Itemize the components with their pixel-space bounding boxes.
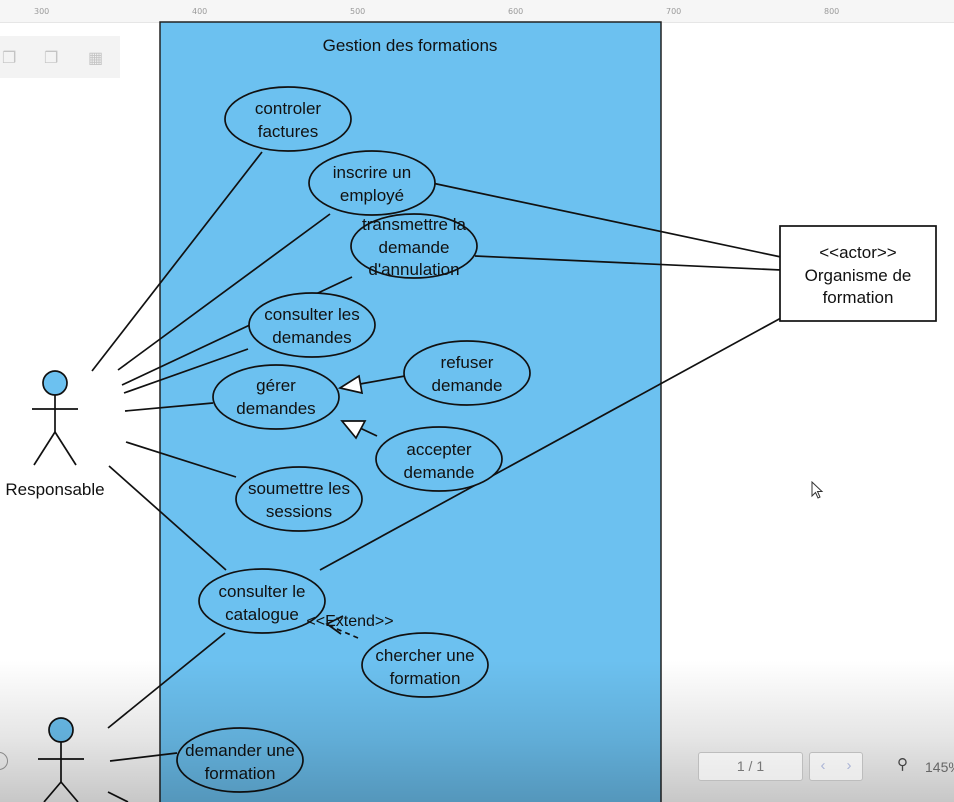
- use-case-accepter-demande[interactable]: accepter demande: [375, 426, 503, 492]
- actor-stereotype: <<actor>>: [819, 243, 897, 262]
- use-case-label: demande: [379, 238, 450, 257]
- zoom-level[interactable]: 145%: [925, 759, 954, 775]
- actor-second[interactable]: [38, 717, 84, 802]
- use-case-label: consulter le: [219, 582, 306, 601]
- use-case-consulter-demandes[interactable]: consulter les demandes: [248, 292, 376, 358]
- left-toolbar: [0, 36, 120, 78]
- extend-label: <<Extend>>: [306, 613, 393, 630]
- use-case-label: d'annulation: [368, 260, 459, 279]
- use-case-label: demander une: [185, 741, 295, 760]
- use-case-soumettre-sessions[interactable]: soumettre les sessions: [235, 466, 363, 532]
- generalization-arrows: [337, 374, 406, 440]
- use-case-label: gérer: [256, 376, 296, 395]
- use-case-label: formation: [205, 764, 276, 783]
- chevron-left-icon[interactable]: ‹: [820, 757, 826, 774]
- use-case-label: transmettre la: [362, 215, 466, 234]
- use-case-label: inscrire un: [333, 163, 411, 182]
- use-case-label: refuser: [441, 353, 494, 372]
- use-case-label: consulter les: [264, 305, 359, 324]
- paste-icon[interactable]: ❐: [44, 50, 59, 67]
- mouse-cursor-icon: [811, 481, 824, 499]
- ruler-label: 500: [350, 7, 366, 16]
- use-case-consulter-catalogue[interactable]: consulter le catalogue: [198, 568, 326, 634]
- actor-organisme-formation[interactable]: <<actor>> Organisme de formation: [779, 225, 937, 322]
- use-case-label: sessions: [266, 502, 332, 521]
- actor-responsable[interactable]: [32, 370, 78, 466]
- ruler-label: 700: [666, 7, 682, 16]
- actor-name: formation: [823, 288, 894, 307]
- actor-name: Organisme de: [805, 266, 912, 285]
- ruler-label: 600: [508, 7, 524, 16]
- use-case-label: chercher une: [375, 646, 474, 665]
- use-case-gerer-demandes[interactable]: gérer demandes: [212, 364, 340, 430]
- use-case-label: formation: [390, 669, 461, 688]
- copy-icon[interactable]: ❐: [2, 50, 17, 67]
- pager: ‹ ›: [809, 752, 863, 781]
- associations: [91, 151, 782, 802]
- use-case-label: demandes: [236, 399, 315, 418]
- ruler-label: 300: [34, 7, 50, 16]
- use-case-label: catalogue: [225, 605, 299, 624]
- extend-arrow: [325, 615, 359, 639]
- ruler-label: 400: [192, 7, 208, 16]
- duplicate-icon[interactable]: ▦: [88, 50, 104, 67]
- actor-responsable-label: Responsable: [5, 480, 104, 499]
- system-title: Gestion des formations: [323, 36, 498, 55]
- use-case-label: factures: [258, 122, 318, 141]
- use-case-label: demande: [404, 463, 475, 482]
- chevron-right-icon[interactable]: ›: [846, 757, 852, 774]
- page-indicator: 1 / 1: [698, 752, 803, 781]
- use-case-label: employé: [340, 186, 404, 205]
- use-case-refuser-demande[interactable]: refuser demande: [403, 340, 531, 406]
- magnifier-icon[interactable]: ⚲: [897, 756, 908, 773]
- use-case-label: demande: [432, 376, 503, 395]
- use-case-label: soumettre les: [248, 479, 350, 498]
- use-case-controler-factures[interactable]: controler factures: [224, 86, 352, 152]
- use-case-label: controler: [255, 99, 321, 118]
- use-case-label: demandes: [272, 328, 351, 347]
- use-case-inscrire-employe[interactable]: inscrire un employé: [308, 150, 436, 216]
- use-case-chercher-formation[interactable]: chercher une formation: [361, 632, 489, 698]
- use-case-label: accepter: [406, 440, 472, 459]
- ruler-label: 800: [824, 7, 840, 16]
- use-case-demander-formation[interactable]: demander une formation: [176, 727, 304, 793]
- use-case-transmettre-annulation[interactable]: transmettre la demande d'annulation: [350, 213, 478, 279]
